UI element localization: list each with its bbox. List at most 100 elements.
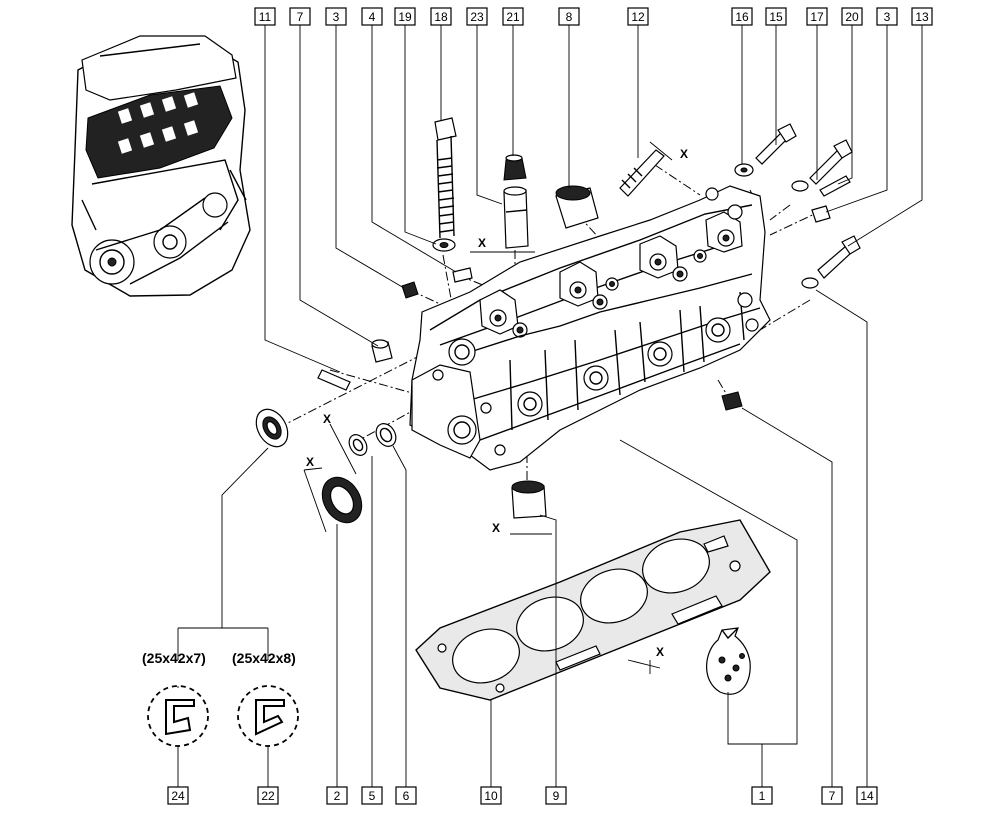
svg-text:X: X bbox=[492, 521, 500, 535]
nut-3-right bbox=[811, 205, 831, 223]
head-bolt-18 bbox=[434, 117, 457, 239]
bolt-13 bbox=[817, 235, 861, 279]
head-gasket-10 bbox=[415, 519, 771, 701]
seal-size-label-24: (25x42x7) bbox=[142, 650, 206, 666]
callout-3-top-left: 3 bbox=[325, 7, 347, 26]
svg-text:7: 7 bbox=[829, 789, 836, 803]
callout-20: 20 bbox=[841, 7, 863, 26]
svg-text:23: 23 bbox=[470, 10, 484, 24]
bolt-15 bbox=[755, 123, 797, 165]
callout-21: 21 bbox=[502, 7, 524, 26]
callout-15: 15 bbox=[765, 7, 787, 26]
washer-19 bbox=[432, 238, 456, 252]
bush-7-right bbox=[721, 391, 743, 411]
bush-7-left bbox=[371, 339, 393, 363]
svg-text:4: 4 bbox=[369, 10, 376, 24]
callout-4: 4 bbox=[361, 7, 383, 26]
svg-text:8: 8 bbox=[566, 10, 573, 24]
callout-23: 23 bbox=[466, 7, 488, 26]
callout-1: 1 bbox=[751, 786, 773, 805]
svg-text:2: 2 bbox=[334, 789, 341, 803]
svg-text:10: 10 bbox=[484, 789, 498, 803]
washer-14 bbox=[801, 277, 819, 289]
washer-16 bbox=[734, 163, 754, 177]
svg-text:12: 12 bbox=[631, 10, 645, 24]
callout-12: 12 bbox=[627, 7, 649, 26]
dimension-x-plug: X bbox=[492, 521, 552, 535]
dimension-markers: X X X X X X bbox=[303, 141, 688, 674]
callout-8: 8 bbox=[558, 7, 580, 26]
svg-text:21: 21 bbox=[506, 10, 520, 24]
svg-text:3: 3 bbox=[333, 10, 340, 24]
svg-text:20: 20 bbox=[845, 10, 859, 24]
bush-5 bbox=[348, 434, 368, 456]
dowel-3-left bbox=[401, 281, 419, 299]
svg-text:X: X bbox=[656, 645, 664, 659]
parts-bag-1 bbox=[706, 627, 751, 695]
dowel-4 bbox=[452, 267, 473, 283]
dimension-x-gasket: X bbox=[627, 645, 664, 674]
svg-text:13: 13 bbox=[915, 10, 929, 24]
svg-text:6: 6 bbox=[403, 789, 410, 803]
svg-text:X: X bbox=[478, 236, 486, 250]
svg-text:19: 19 bbox=[398, 10, 412, 24]
engine-thumbnail bbox=[71, 35, 251, 297]
stud-12 bbox=[619, 149, 665, 197]
dimension-x-pin: X bbox=[323, 412, 357, 475]
callout-22: 22 bbox=[257, 786, 279, 805]
callout-3-top-right: 3 bbox=[876, 7, 898, 26]
seal-section-22 bbox=[237, 685, 299, 747]
stud-20 bbox=[819, 175, 851, 197]
svg-text:X: X bbox=[323, 412, 331, 426]
svg-text:X: X bbox=[306, 455, 314, 469]
seal-section-24 bbox=[147, 685, 209, 747]
svg-text:16: 16 bbox=[735, 10, 749, 24]
seal-size-label-22: (25x42x8) bbox=[232, 650, 296, 666]
callout-16: 16 bbox=[731, 7, 753, 26]
seal-2 bbox=[321, 476, 363, 524]
svg-text:11: 11 bbox=[259, 10, 272, 24]
callout-10: 10 bbox=[480, 786, 502, 805]
callout-19: 19 bbox=[394, 7, 416, 26]
cylinder-head bbox=[409, 185, 771, 471]
plug-9 bbox=[511, 480, 547, 519]
svg-text:22: 22 bbox=[261, 789, 275, 803]
callouts-top: 11 7 3 4 19 18 23 21 8 12 16 15 17 20 3 … bbox=[254, 7, 933, 26]
callout-18: 18 bbox=[430, 7, 452, 26]
callout-7-top: 7 bbox=[289, 7, 311, 26]
callout-5: 5 bbox=[361, 786, 383, 805]
leader-lines bbox=[177, 25, 923, 787]
washer-17 bbox=[791, 180, 809, 192]
bush-6 bbox=[375, 423, 397, 447]
callout-17: 17 bbox=[806, 7, 828, 26]
svg-text:3: 3 bbox=[884, 10, 891, 24]
callout-6: 6 bbox=[395, 786, 417, 805]
callout-7-bottom: 7 bbox=[821, 786, 843, 805]
callout-2: 2 bbox=[326, 786, 348, 805]
svg-text:5: 5 bbox=[369, 789, 376, 803]
callout-11: 11 bbox=[254, 7, 276, 26]
stud-11 bbox=[317, 369, 351, 391]
callout-9: 9 bbox=[545, 786, 567, 805]
svg-text:9: 9 bbox=[553, 789, 560, 803]
svg-text:24: 24 bbox=[171, 789, 185, 803]
svg-text:14: 14 bbox=[860, 789, 874, 803]
svg-text:X: X bbox=[680, 147, 688, 161]
tappet-8 bbox=[555, 185, 599, 229]
svg-text:18: 18 bbox=[434, 10, 448, 24]
svg-text:7: 7 bbox=[297, 10, 304, 24]
callouts-bottom: 24 22 2 5 6 10 9 1 7 14 bbox=[167, 786, 878, 805]
camshaft-seal bbox=[255, 408, 289, 448]
svg-text:17: 17 bbox=[810, 10, 824, 24]
callout-14: 14 bbox=[856, 786, 878, 805]
svg-text:1: 1 bbox=[759, 789, 766, 803]
dimension-x-tappet: X bbox=[470, 236, 535, 253]
dimension-x-seal: X bbox=[303, 455, 327, 533]
callout-13: 13 bbox=[911, 7, 933, 26]
callout-24: 24 bbox=[167, 786, 189, 805]
dimension-x-stud: X bbox=[649, 141, 688, 161]
svg-text:15: 15 bbox=[769, 10, 783, 24]
valve-stem-seal-21 bbox=[503, 154, 527, 181]
tappet-guide-23 bbox=[503, 186, 529, 249]
